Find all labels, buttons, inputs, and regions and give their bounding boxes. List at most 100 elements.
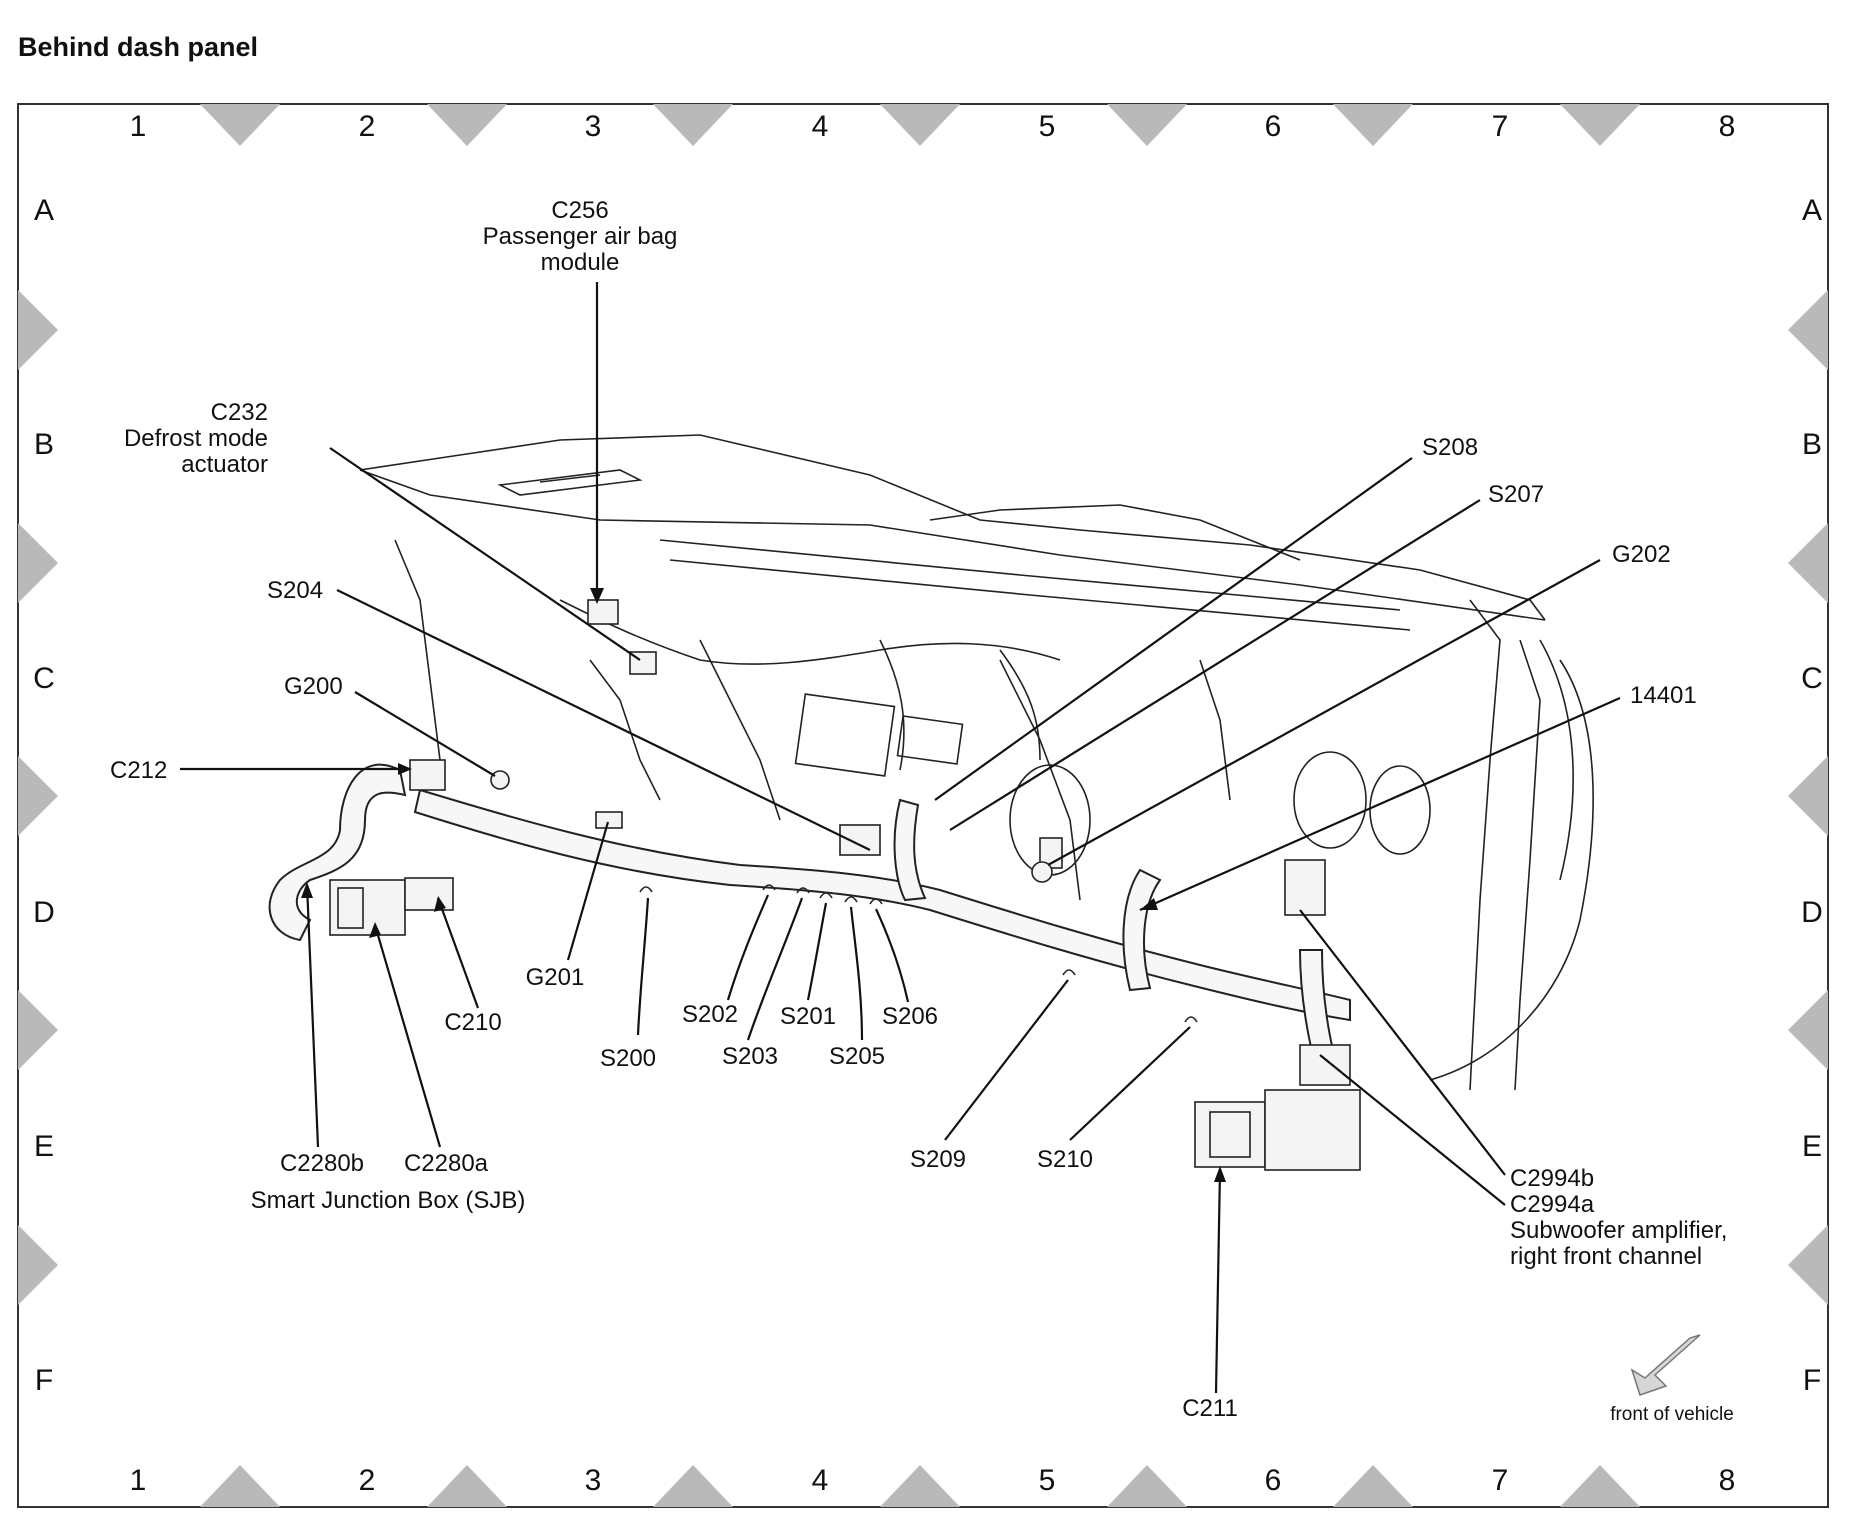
label-s207: S207 — [1488, 481, 1544, 508]
leader-c2280a — [373, 924, 442, 1148]
label-subwoofer-line1: Subwoofer amplifier, — [1510, 1217, 1727, 1244]
harness-trunk — [413, 788, 1351, 1022]
leader-arrowheads — [301, 588, 1226, 1182]
dash-panel-drawing — [359, 434, 1594, 1091]
col-label-1-bottom: 1 — [130, 1464, 147, 1497]
leader-g201 — [566, 821, 610, 961]
row-label-e-right: E — [1802, 1130, 1822, 1163]
leader-g202 — [1047, 559, 1601, 866]
diagram-frame — [17, 103, 1829, 1508]
leader-s207 — [949, 499, 1481, 831]
c256-connector — [587, 599, 619, 625]
right-grid-markers — [1788, 290, 1828, 1305]
c2994-connector — [1284, 859, 1326, 916]
leader-c232 — [329, 447, 641, 661]
grid-columns-bottom: 1 2 3 4 5 6 7 8 — [130, 1464, 1736, 1497]
col-label-7: 7 — [1492, 110, 1509, 143]
label-c256-desc1: Passenger air bag — [483, 223, 678, 250]
g200-ground — [490, 770, 510, 790]
col-label-4-bottom: 4 — [812, 1464, 829, 1497]
page-title: Behind dash panel — [18, 32, 259, 62]
label-s203: S203 — [722, 1043, 778, 1070]
grid-rows-left: A B C D E F — [33, 194, 55, 1397]
label-c256-desc2: module — [541, 249, 620, 276]
splice-markers — [639, 884, 1198, 1023]
c212-connector — [409, 759, 446, 791]
g202-ground — [1031, 861, 1053, 883]
s204-connector — [839, 824, 881, 856]
row-label-a: A — [34, 194, 54, 227]
row-label-f-right: F — [1803, 1364, 1821, 1397]
defrost-grille — [497, 469, 643, 496]
label-g200: G200 — [284, 673, 343, 700]
top-grid-markers — [200, 104, 1640, 146]
dash-top-edge — [359, 469, 1546, 621]
col-label-5: 5 — [1039, 110, 1056, 143]
g201-ground — [595, 811, 623, 829]
right-panel-curve — [1429, 659, 1594, 1081]
connectors — [329, 599, 1361, 1171]
col-label-5-bottom: 5 — [1039, 1464, 1056, 1497]
leader-c2280b — [305, 884, 320, 1148]
label-subwoofer-line2: right front channel — [1510, 1243, 1702, 1270]
label-s206: S206 — [882, 1003, 938, 1030]
label-g202: G202 — [1612, 541, 1671, 568]
label-g201: G201 — [526, 964, 585, 991]
label-c210: C210 — [444, 1009, 501, 1036]
grid-rows-right: A B C D E F — [1801, 194, 1823, 1397]
col-label-4: 4 — [812, 110, 829, 143]
row-label-f: F — [35, 1364, 53, 1397]
grid-columns-top: 1 2 3 4 5 6 7 8 — [130, 110, 1736, 143]
leader-s203 — [746, 897, 804, 1041]
row-label-d-right: D — [1801, 896, 1823, 929]
label-s204: S204 — [267, 577, 323, 604]
label-front-of-vehicle: front of vehicle — [1610, 1404, 1734, 1425]
row-label-c-right: C — [1801, 662, 1823, 695]
col-label-7-bottom: 7 — [1492, 1464, 1509, 1497]
col-label-1: 1 — [130, 110, 147, 143]
label-c232-desc2: actuator — [181, 451, 268, 478]
label-s205: S205 — [829, 1043, 885, 1070]
label-c2280a: C2280a — [404, 1150, 489, 1177]
leader-c210 — [436, 897, 480, 1009]
leader-s208 — [934, 457, 1413, 801]
row-label-b-right: B — [1802, 428, 1822, 461]
leader-c2994b — [1299, 909, 1506, 1176]
leader-c211 — [1214, 1169, 1222, 1394]
label-c2280b: C2280b — [280, 1150, 364, 1177]
harness-left-loop — [268, 763, 407, 942]
main-harness — [268, 763, 1351, 1082]
leader-lines — [180, 282, 1621, 1394]
row-label-c: C — [33, 662, 55, 695]
left-grid-markers — [18, 290, 58, 1305]
leader-14401 — [1139, 696, 1621, 912]
col-label-2-bottom: 2 — [359, 1464, 376, 1497]
col-label-3: 3 — [585, 110, 602, 143]
col-label-6: 6 — [1265, 110, 1282, 143]
label-s202: S202 — [682, 1001, 738, 1028]
col-label-8-bottom: 8 — [1719, 1464, 1736, 1497]
label-c212: C212 — [110, 757, 167, 784]
col-label-2: 2 — [359, 110, 376, 143]
leader-s210 — [1069, 1026, 1191, 1141]
leader-s201 — [806, 902, 828, 1001]
label-s200: S200 — [600, 1045, 656, 1072]
row-label-d: D — [33, 896, 55, 929]
label-c2994b: C2994b — [1510, 1165, 1594, 1192]
label-c2994a: C2994a — [1510, 1191, 1595, 1218]
label-c232: C232 — [211, 399, 268, 426]
leader-s205 — [849, 906, 864, 1041]
label-c256: C256 — [551, 197, 608, 224]
label-s208: S208 — [1422, 434, 1478, 461]
dash-top-surface — [359, 434, 1546, 621]
label-sjb: Smart Junction Box (SJB) — [251, 1187, 526, 1214]
row-label-b: B — [34, 428, 54, 461]
label-s210: S210 — [1037, 1146, 1093, 1173]
front-of-vehicle-arrow-icon: front of vehicle — [1610, 1334, 1734, 1425]
label-s201: S201 — [780, 1003, 836, 1030]
leader-s206 — [875, 908, 910, 1003]
col-label-6-bottom: 6 — [1265, 1464, 1282, 1497]
cross-car-frame — [394, 539, 441, 761]
leader-s200 — [636, 897, 650, 1036]
